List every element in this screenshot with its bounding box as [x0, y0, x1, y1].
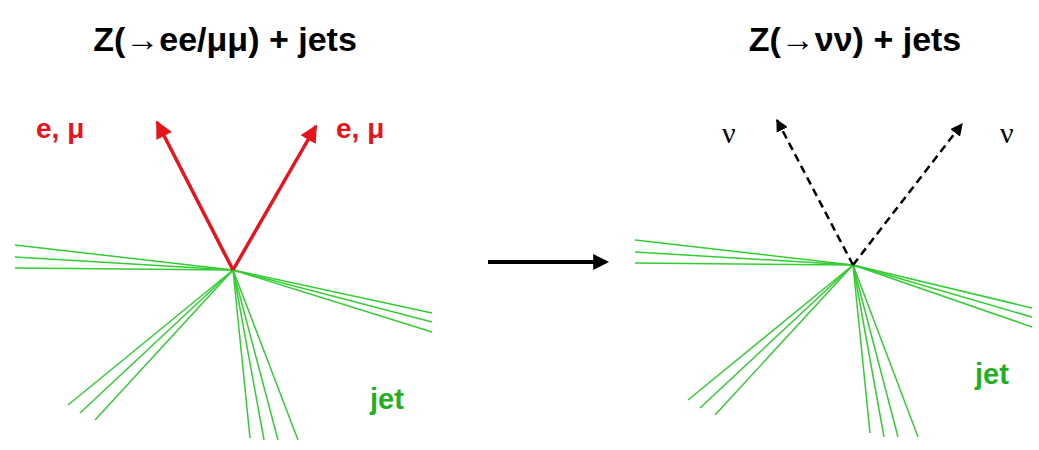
particle-label: e, μ: [36, 115, 84, 143]
lepton-arrows: [157, 122, 316, 270]
particle-label: e, μ: [336, 115, 384, 143]
neutrino-arrows: [777, 120, 962, 265]
jet-label: jet: [370, 385, 404, 414]
jet-lines: [635, 240, 1032, 437]
particle-label: ν: [722, 118, 736, 148]
panel-heading: Z(→νν) + jets: [749, 22, 962, 56]
transform-arrow: [488, 260, 606, 264]
jet-label: jet: [975, 360, 1009, 389]
particle-label: ν: [1000, 118, 1014, 148]
jet-lines: [15, 245, 432, 440]
panel-heading: Z(→ee/μμ) + jets: [93, 22, 357, 56]
